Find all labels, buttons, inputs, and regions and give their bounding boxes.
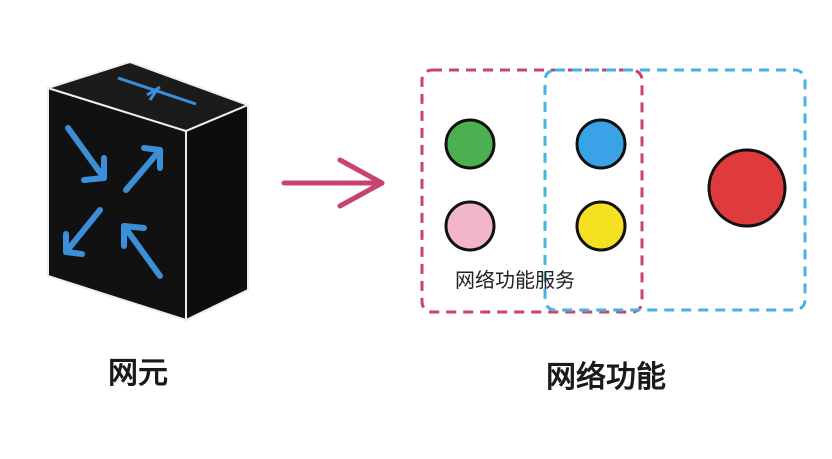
pink-circle: [444, 200, 496, 252]
arrow-icon-bottom-left: [63, 207, 103, 257]
red-circle: [707, 148, 787, 228]
network-element-cube: [44, 60, 251, 322]
arrow-icon-bottom-right: [121, 223, 163, 279]
network-function-label: 网络功能: [546, 360, 666, 395]
network-function-box: [543, 68, 807, 312]
network-element-label: 网元: [108, 356, 168, 391]
cube-top-symbol: [117, 76, 197, 106]
blue-circle: [575, 118, 627, 170]
right-arrow-icon: [281, 157, 385, 209]
arrow-icon-top-right: [123, 145, 163, 193]
yellow-circle: [575, 200, 627, 252]
network-function-service-box: [420, 68, 644, 314]
network-function-service-label: 网络功能服务: [455, 268, 575, 292]
green-circle: [444, 118, 496, 170]
arrow-icon-top-left: [65, 125, 107, 183]
cube-side-face: [185, 103, 249, 322]
